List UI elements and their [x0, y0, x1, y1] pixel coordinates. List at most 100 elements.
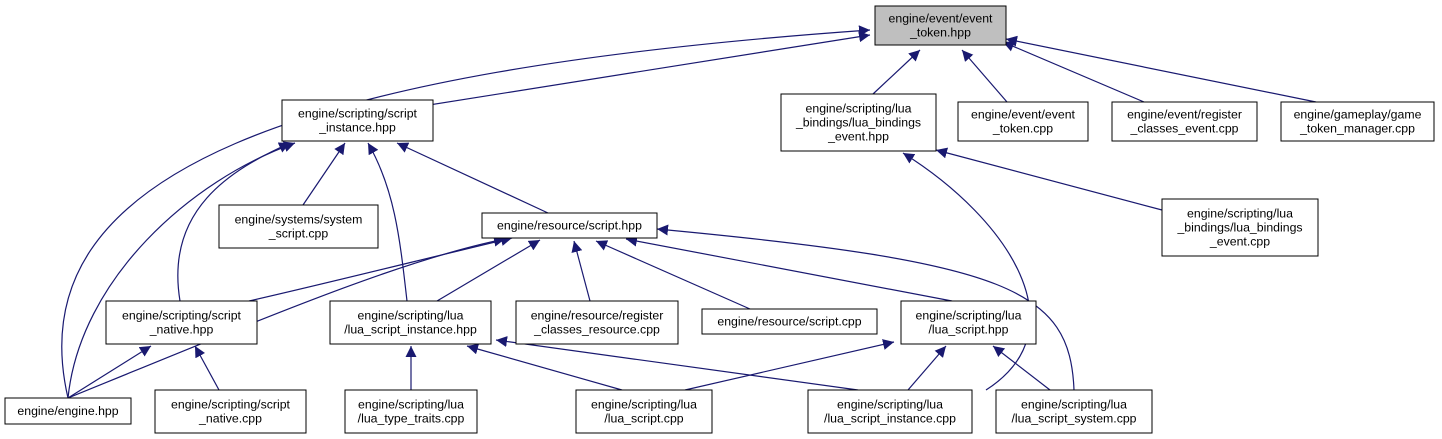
node-system_script_cpp[interactable]: engine/systems/system_script.cpp: [218, 204, 379, 249]
node-label-line: engine/systems/system: [235, 213, 363, 227]
node-box: [1161, 198, 1319, 257]
edge-lua_bindings_event_hpp-to-event_token_hpp: [872, 49, 921, 95]
node-box: [780, 93, 937, 152]
edges: [61, 25, 1317, 399]
edge-engine_hpp-to-event_token_hpp: [61, 25, 871, 399]
node-box: [344, 389, 478, 434]
node-game_token_manager_cpp[interactable]: engine/gameplay/game_token_manager.cpp: [1280, 101, 1435, 142]
edge-lua_script_instance_cpp-to-lua_bindings_event_hpp: [902, 152, 1031, 391]
node-label-line: engine/scripting/script: [122, 309, 242, 323]
node-box: [481, 212, 658, 239]
node-label-line: _classes_event.cpp: [1129, 122, 1238, 136]
node-label-line: _native.cpp: [198, 412, 262, 426]
node-lua_script_instance_cpp[interactable]: engine/scripting/lua/lua_script_instance…: [807, 389, 973, 434]
node-lua_bindings_event_cpp[interactable]: engine/scripting/lua_bindings/lua_bindin…: [1161, 198, 1319, 257]
node-box: [701, 308, 878, 335]
edge-engine_hpp-to-script_instance_hpp: [67, 141, 296, 399]
nodes: engine/event/event_token.hppengine/scrip…: [4, 5, 1435, 434]
node-label-line: _instance.hpp: [318, 121, 396, 135]
edge-lua_script_cpp-to-lua_script_hpp: [684, 339, 895, 391]
node-label-line: engine/scripting/lua: [358, 398, 464, 412]
node-lua_bindings_event_hpp[interactable]: engine/scripting/lua_bindings/lua_bindin…: [780, 93, 937, 152]
node-register_classes_resource_cpp[interactable]: engine/resource/register_classes_resourc…: [515, 300, 679, 345]
node-script_native_cpp[interactable]: engine/scripting/script_native.cpp: [154, 389, 307, 434]
edge-lua_script_hpp-to-script_hpp: [625, 235, 953, 302]
node-label-line: engine/scripting/lua: [358, 309, 464, 323]
node-label-line: engine/scripting/lua: [837, 398, 943, 412]
node-label-line: engine/scripting/lua: [1021, 398, 1127, 412]
node-label-line: engine/scripting/lua: [591, 398, 697, 412]
edge-engine_hpp-to-script_hpp: [67, 235, 506, 399]
node-label-line: /lua_script_system.cpp: [1011, 412, 1136, 426]
node-label-line: engine/gameplay/game: [1294, 108, 1422, 122]
node-event_token_hpp: engine/event/event_token.hpp: [874, 5, 1007, 46]
edge-lua_script_instance_hpp-to-script_hpp: [436, 239, 541, 302]
node-box: [218, 204, 379, 249]
edge-script_instance_hpp-to-event_token_hpp: [384, 31, 871, 113]
node-label-line: _event.cpp: [1209, 235, 1270, 249]
edge-lua_script_instance_cpp-to-lua_script_instance_hpp: [495, 336, 859, 391]
edge-lua_script_system_cpp-to-lua_script_hpp: [992, 345, 1051, 391]
node-label-line: engine/scripting/lua: [916, 309, 1022, 323]
node-script_native_hpp[interactable]: engine/scripting/script_native.hpp: [105, 300, 258, 345]
node-lua_script_system_cpp[interactable]: engine/scripting/lua/lua_script_system.c…: [995, 389, 1153, 434]
node-label-line: _script.cpp: [268, 227, 329, 241]
node-engine_hpp[interactable]: engine/engine.hpp: [4, 397, 132, 425]
node-label-line: engine/scripting/lua: [806, 102, 912, 116]
node-lua_script_cpp[interactable]: engine/scripting/lua/lua_script.cpp: [575, 389, 713, 434]
node-label-line: engine/resource/script.hpp: [497, 219, 642, 233]
node-box: [154, 389, 307, 434]
node-lua_script_instance_hpp[interactable]: engine/scripting/lua/lua_script_instance…: [329, 300, 492, 345]
node-label-line: engine/scripting/lua: [1187, 207, 1293, 221]
edge-lua_bindings_event_cpp-to-lua_bindings_event_hpp: [935, 147, 1163, 211]
node-script_instance_hpp[interactable]: engine/scripting/script_instance.hpp: [281, 99, 434, 142]
node-script_cpp[interactable]: engine/resource/script.cpp: [701, 308, 878, 335]
edge-script_native_hpp-to-script_hpp: [248, 235, 513, 302]
node-box: [515, 300, 679, 345]
edge-lua_script_cpp-to-lua_script_instance_hpp: [466, 343, 623, 391]
edge-register_classes_resource_cpp-to-script_hpp: [571, 240, 591, 302]
node-label-line: _bindings/lua_bindings: [1176, 221, 1302, 235]
node-script_hpp[interactable]: engine/resource/script.hpp: [481, 212, 658, 239]
node-lua_type_traits_cpp[interactable]: engine/scripting/lua/lua_type_traits.cpp: [344, 389, 478, 434]
node-label-line: engine/scripting/script: [298, 107, 418, 121]
node-box: [1111, 101, 1258, 142]
node-label-line: engine/event/register: [1127, 108, 1242, 122]
node-label-line: /lua_script_instance.hpp: [344, 323, 477, 337]
node-box: [281, 99, 434, 142]
node-label-line: /lua_script_instance.cpp: [824, 412, 956, 426]
edge-engine_hpp-to-script_native_hpp: [67, 345, 152, 399]
node-box: [995, 389, 1153, 434]
node-label-line: /lua_script.cpp: [604, 412, 683, 426]
node-register_classes_event_cpp[interactable]: engine/event/register_classes_event.cpp: [1111, 101, 1258, 142]
edge-script_hpp-to-script_instance_hpp: [396, 142, 549, 214]
node-box: [105, 300, 258, 345]
node-label-line: engine/event/event: [971, 108, 1076, 122]
node-box: [575, 389, 713, 434]
edge-register_classes_event_cpp-to-event_token_hpp: [1002, 41, 1145, 103]
node-box: [1280, 101, 1435, 142]
node-event_token_cpp[interactable]: engine/event/event_token.cpp: [957, 101, 1089, 142]
edge-game_token_manager_cpp-to-event_token_hpp: [1005, 35, 1317, 103]
node-label-line: _event.hpp: [827, 130, 889, 144]
node-label-line: /lua_script.hpp: [929, 323, 1009, 337]
node-label-line: _token_manager.cpp: [1299, 122, 1415, 136]
node-label-line: engine/resource/register: [531, 309, 664, 323]
node-label-line: _bindings/lua_bindings: [795, 116, 921, 130]
node-label-line: _token.hpp: [909, 26, 971, 40]
node-lua_script_hpp[interactable]: engine/scripting/lua/lua_script.hpp: [900, 300, 1037, 345]
node-label-line: engine/resource/script.cpp: [717, 315, 861, 329]
node-box: [4, 397, 132, 425]
node-label-line: engine/scripting/script: [171, 398, 291, 412]
node-label-line: _native.hpp: [149, 323, 214, 337]
edge-lua_script_instance_cpp-to-lua_script_hpp: [907, 345, 947, 391]
edge-script_cpp-to-script_hpp: [595, 240, 751, 310]
node-label-line: /lua_type_traits.cpp: [358, 412, 465, 426]
node-label-line: _classes_resource.cpp: [533, 323, 660, 337]
node-box: [957, 101, 1089, 142]
edge-system_script_cpp-to-script_instance_hpp: [302, 142, 346, 206]
edge-lua_script_system_cpp-to-script_hpp: [656, 224, 1075, 391]
node-box: [874, 5, 1007, 46]
node-label-line: _token.cpp: [992, 122, 1053, 136]
